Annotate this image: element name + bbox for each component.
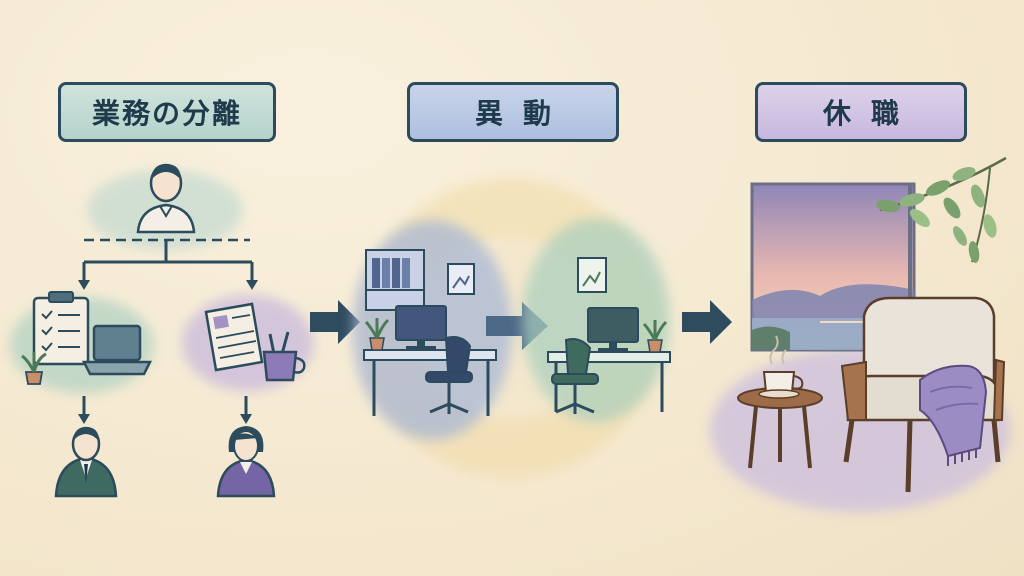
down-arrow-right: [240, 414, 252, 424]
blanket-icon: [919, 364, 988, 466]
flow-arrow-1: [310, 300, 360, 344]
down-arrow-left: [78, 414, 90, 424]
leave-section: [710, 156, 1010, 512]
plant-icon: [21, 352, 47, 385]
separation-section: [10, 163, 314, 498]
manager-icon: [136, 163, 196, 234]
label-leave: 休職: [755, 82, 967, 142]
clipboard-icon: [32, 291, 90, 366]
transfer-section: [352, 178, 671, 478]
coffee-cup-icon: [758, 335, 804, 399]
pen-cup-icon: [262, 331, 306, 382]
desk-plant-green: [642, 320, 668, 353]
male-employee-icon: [54, 426, 118, 498]
desk-plant-blue: [364, 318, 390, 351]
monitor-icon-blue: [395, 305, 447, 350]
label-transfer: 異動: [407, 82, 619, 142]
flow-arrow-2: [682, 300, 732, 344]
office-chair-green: [551, 338, 599, 414]
bookshelf-icon: [365, 249, 425, 311]
monitor-icon-green: [587, 307, 639, 352]
picture-frame-icon-green: [577, 257, 607, 293]
branch-lines: [82, 240, 254, 282]
label-separation: 業務の分離: [58, 82, 276, 142]
office-chair-blue: [425, 336, 473, 414]
branch-arrow-right: [246, 280, 258, 290]
branch-arrow-left: [78, 280, 90, 290]
laptop-icon: [81, 324, 153, 376]
picture-frame-icon: [447, 263, 475, 295]
female-employee-icon: [216, 426, 276, 498]
document-icon: [204, 302, 264, 372]
branch-leaves: [876, 156, 1007, 263]
